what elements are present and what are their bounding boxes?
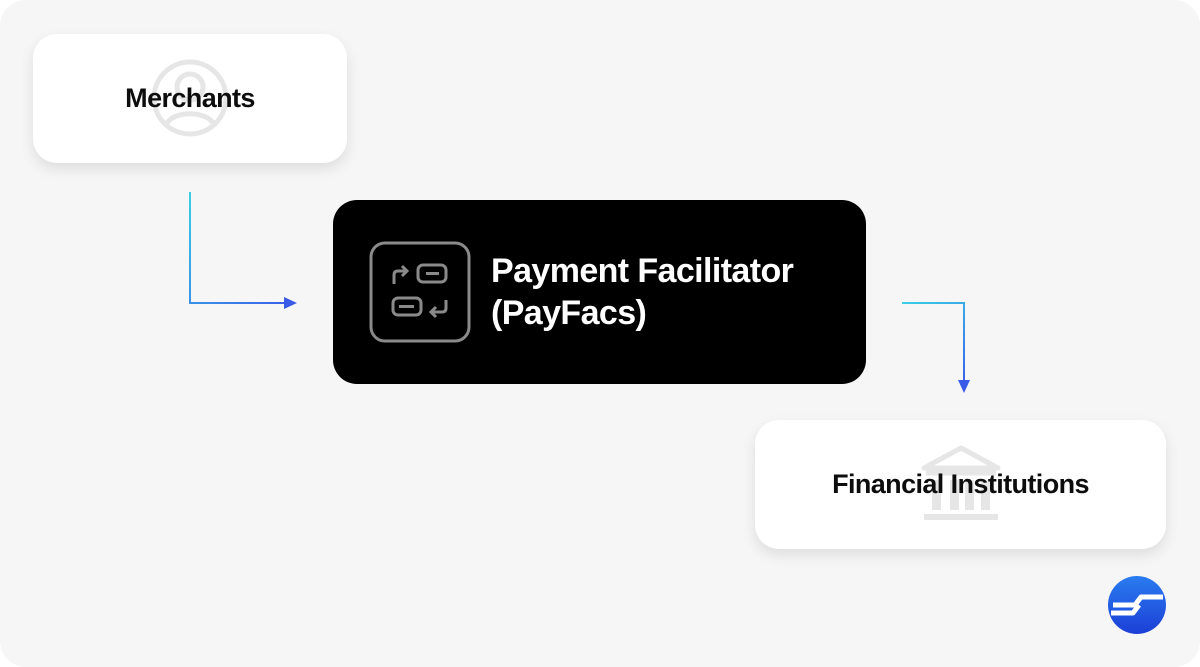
payment-facilitator-title-line1: Payment Facilitator (491, 252, 794, 290)
arrowhead-down-icon (958, 380, 970, 393)
financial-institutions-label: Financial Institutions (832, 469, 1089, 499)
brand-logo-icon (1108, 576, 1166, 634)
exchange-icon (369, 241, 471, 343)
payment-facilitator-title: Payment Facilitator (PayFacs) (491, 250, 794, 334)
user-icon (151, 59, 229, 137)
connector-merchants-to-payfacs (189, 192, 297, 309)
bank-icon (921, 445, 1001, 520)
arrowhead-right-icon (284, 297, 297, 309)
merchants-card: Merchants (33, 34, 347, 163)
payment-facilitator-title-line2: (PayFacs) (491, 294, 647, 332)
financial-institutions-card: Financial Institutions (755, 420, 1166, 549)
payment-facilitator-card: Payment Facilitator (PayFacs) (333, 200, 866, 384)
merchants-label: Merchants (125, 83, 255, 113)
connector-payfacs-to-financial (902, 302, 970, 393)
